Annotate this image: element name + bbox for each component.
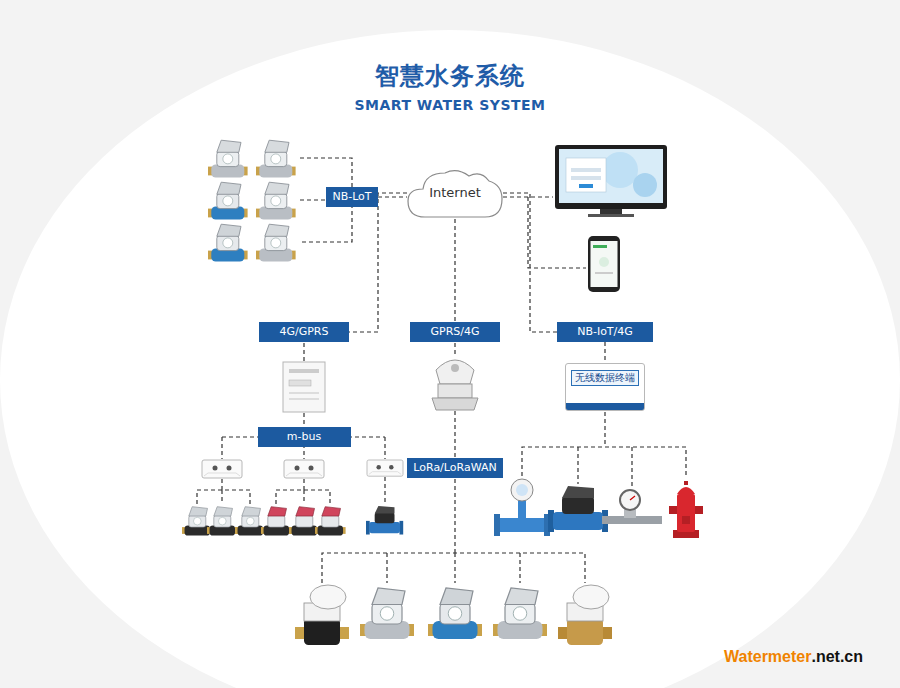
network-box: 4G/GPRS	[259, 322, 349, 342]
lora-meters-part	[493, 588, 547, 639]
internet-cloud: Internet	[407, 167, 503, 219]
monitor-part	[579, 184, 593, 188]
concentrator-part	[289, 380, 311, 386]
lora-meters	[295, 585, 612, 645]
gateway-part	[436, 360, 474, 384]
watermark: Watermeter	[724, 648, 811, 666]
gateway	[432, 360, 478, 410]
lora-meters-part	[428, 588, 482, 639]
monitor-part	[559, 149, 663, 203]
gateway-part	[438, 384, 472, 398]
top-meters-part	[256, 140, 296, 177]
dashed-wire-part	[300, 199, 326, 200]
dashed-wire-part	[454, 411, 455, 457]
mbus-meters-part	[315, 507, 346, 536]
concentrator-part	[289, 369, 319, 373]
top-meters-part	[256, 224, 296, 261]
collector-module	[202, 460, 403, 478]
top-meters-part	[208, 224, 248, 261]
mbus-meters-part	[261, 507, 292, 536]
dashed-wire-part	[454, 343, 455, 355]
concentrator	[283, 362, 325, 412]
dashed-wire-part	[197, 479, 250, 504]
dashed-wire-part	[303, 413, 304, 427]
top-meters-part	[208, 182, 248, 219]
collector-module-part	[202, 460, 242, 478]
collector-module-part	[367, 460, 403, 476]
monitor-part	[566, 158, 606, 192]
terminal-devices-part	[548, 486, 608, 532]
monitor-part	[633, 173, 657, 197]
node-text: NB-LoT	[332, 190, 371, 203]
network-box: NB-IoT/4G	[557, 322, 653, 342]
network-box: LoRa/LoRaWAN	[407, 458, 502, 478]
node-text: 4G/GPRS	[279, 325, 328, 338]
dashed-wire-part	[303, 343, 304, 361]
network-box: NB-LoT	[326, 187, 378, 207]
terminal-devices	[494, 479, 703, 538]
top-meters-part	[208, 140, 248, 177]
mbus-meters	[182, 506, 403, 536]
dashed-connector	[349, 193, 407, 332]
dashed-connector	[604, 342, 605, 363]
network-box: GPRS/4G	[410, 322, 500, 342]
concentrator-part	[283, 362, 325, 412]
node-text: NB-IoT/4G	[577, 325, 633, 338]
concentrator-part	[289, 392, 319, 394]
collector-module-part	[284, 460, 324, 478]
monitor-part	[602, 152, 638, 188]
dashed-connector	[503, 193, 557, 332]
top-meters	[208, 140, 296, 261]
cloud-outline	[408, 171, 502, 217]
terminal-devices-part	[494, 479, 550, 536]
monitor-part	[571, 168, 601, 172]
monitor-part	[600, 209, 622, 214]
terminal-devices-part	[602, 490, 662, 524]
phone-part	[588, 236, 620, 292]
monitor	[555, 145, 667, 217]
monitor-part	[588, 214, 634, 217]
gateway-part	[451, 364, 459, 372]
watermark: .net.cn	[811, 648, 863, 666]
dashed-connector	[378, 196, 407, 197]
node-text: Internet	[429, 185, 481, 201]
monitor-part	[555, 145, 667, 209]
phone-part	[591, 241, 618, 287]
node-text: GPRS/4G	[430, 325, 479, 338]
phone-part	[593, 245, 607, 248]
dashed-connector	[454, 219, 455, 322]
node-text: m-bus	[287, 430, 321, 443]
lora-meters-part	[558, 585, 612, 645]
dashed-wire-part	[322, 479, 585, 583]
concentrator-part	[289, 398, 319, 400]
node-text: 无线数据终端	[571, 370, 639, 386]
dashed-wire	[197, 158, 686, 583]
dashed-wire-part	[384, 477, 385, 504]
top-meters-part	[256, 182, 296, 219]
terminal-devices-part	[669, 481, 703, 538]
subtitle: SMART WATER SYSTEM	[354, 97, 545, 113]
mbus-meters-part	[207, 507, 238, 536]
gateway-part	[432, 398, 478, 410]
lora-meters-part	[295, 585, 349, 645]
diagram-title: 智慧水务系统	[375, 60, 525, 92]
phone-part	[595, 272, 613, 274]
data-terminal: 无线数据终端	[565, 363, 645, 411]
mbus-meters-part	[366, 506, 403, 535]
dashed-wire-part	[276, 479, 330, 504]
node-text: LoRa/LoRaWAN	[413, 461, 496, 474]
bus-box: m-bus	[258, 427, 351, 446]
phone-part	[599, 257, 609, 267]
lora-meters-part	[360, 588, 414, 639]
dashed-wire-part	[522, 412, 686, 488]
phone	[588, 236, 620, 292]
background-disc	[0, 30, 900, 688]
monitor-part	[571, 176, 601, 180]
